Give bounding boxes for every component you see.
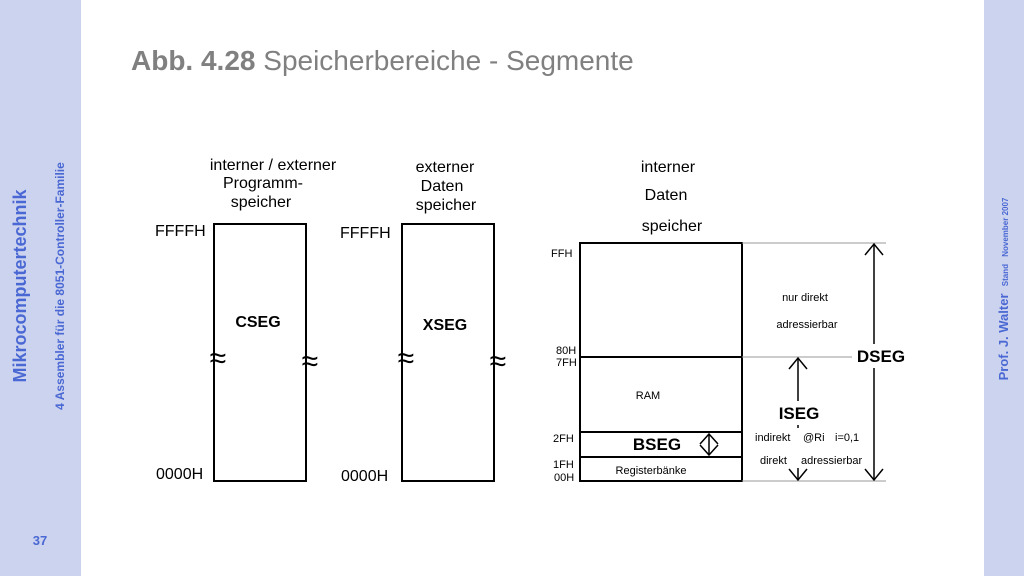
- cseg-header-line-3: speicher: [231, 194, 292, 211]
- note-direct-line-2: adressierbar: [776, 319, 837, 331]
- slide-title: Abb. 4.28 Speicherbereiche - Segmente: [131, 45, 634, 77]
- addr-1fh: 1FH: [553, 459, 574, 471]
- cseg-box: [213, 223, 307, 482]
- dseg-label: DSEG: [857, 347, 905, 366]
- cseg-break-right: ≈: [302, 345, 318, 378]
- title-text: Speicherbereiche - Segmente: [263, 45, 634, 76]
- iseg-notes-bg: [750, 428, 866, 468]
- xseg-bottom-address: 0000H: [341, 468, 388, 485]
- left-sidebar: [0, 0, 81, 576]
- cseg-label: CSEG: [235, 314, 280, 331]
- xseg-top-address: FFFFH: [340, 225, 391, 242]
- addr-ffh: FFH: [551, 248, 572, 260]
- note-i-range: i=0,1: [835, 432, 859, 444]
- cseg-top-address: FFFFH: [155, 223, 206, 240]
- page-number: 37: [32, 533, 48, 548]
- cseg-bottom-address: 0000H: [156, 466, 203, 483]
- xseg-break-right: ≈: [490, 345, 506, 378]
- ram-label: RAM: [636, 390, 660, 402]
- right-sidebar: [984, 0, 1024, 576]
- addr-2fh: 2FH: [553, 433, 574, 445]
- note-ri: @Ri: [803, 432, 825, 444]
- dseg-box: [579, 242, 743, 482]
- xseg-label: XSEG: [423, 317, 467, 334]
- cseg-header-line-1: interner / externer: [210, 157, 337, 174]
- iseg-label-bg: [774, 401, 824, 425]
- note-direkt: direkt: [760, 455, 787, 467]
- bseg-label: BSEG: [633, 435, 681, 454]
- note-indirect: indirekt: [755, 432, 790, 444]
- note-adressierbar: adressierbar: [801, 455, 862, 467]
- dseg-label-bg: [852, 344, 910, 368]
- dseg-header-line-3: speicher: [642, 218, 703, 235]
- registerbanks-label: Registerbänke: [616, 465, 687, 477]
- dseg-header-line-2: Daten: [645, 187, 688, 204]
- xseg-header-line-3: speicher: [416, 197, 477, 214]
- xseg-box: [401, 223, 495, 482]
- note-direct-line-1: nur direkt: [782, 292, 828, 304]
- cseg-break-left: ≈: [210, 342, 226, 375]
- addr-7fh: 7FH: [556, 357, 577, 369]
- xseg-header-line-2: Daten: [421, 178, 464, 195]
- dseg-header-line-1: interner: [641, 159, 696, 176]
- iseg-label: ISEG: [779, 404, 820, 423]
- xseg-break-left: ≈: [398, 342, 414, 375]
- addr-00h: 00H: [554, 472, 574, 484]
- cseg-header-line-2: Programm-: [223, 175, 303, 192]
- addr-80h: 80H: [556, 345, 576, 357]
- bseg-double-arrow: [699, 432, 719, 457]
- xseg-header-line-1: externer: [416, 159, 475, 176]
- figure-label: Abb. 4.28: [131, 45, 256, 76]
